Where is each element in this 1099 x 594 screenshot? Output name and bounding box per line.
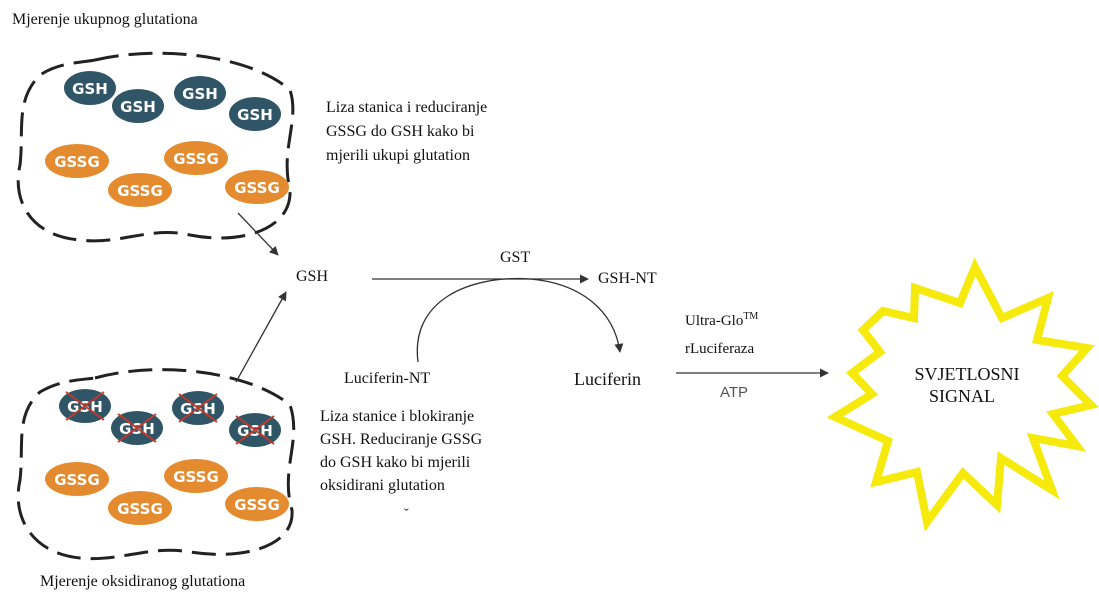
light-signal-burst-icon	[826, 257, 1099, 532]
gssg-molecule-label: GSSG	[54, 471, 100, 489]
gsh-nt-label: GSH-NT	[598, 270, 657, 287]
bottom-note-line: oksidirani glutation	[320, 477, 445, 494]
gsh-molecule-label: GSH	[72, 80, 108, 98]
gssg-molecule: GSSG	[108, 173, 172, 207]
gsh-molecule: GSH	[229, 97, 281, 131]
top-note-line: Liza stanica i reduciranje	[326, 99, 487, 116]
signal-text-line2: SIGNAL	[929, 386, 995, 406]
bottom-note-line: GSH. Reduciranje GSSG	[320, 431, 483, 448]
gsh-molecule: GSH	[64, 71, 116, 105]
gsh-molecule-label: GSH	[120, 98, 156, 116]
gsh-molecule: GSH	[174, 76, 226, 110]
gssg-molecule-label: GSSG	[234, 179, 280, 197]
gssg-molecule-label: GSSG	[54, 153, 100, 171]
signal-text-line1: SVJETLOSNI	[914, 364, 1019, 384]
blocked-gsh-molecule: GSH	[59, 389, 111, 423]
top-note-line: GSSG do GSH kako bi	[326, 123, 475, 140]
luciferin-release-curve	[416, 277, 624, 363]
atp-label: ATP	[720, 384, 748, 401]
blocked-gsh-molecule: GSH	[172, 391, 224, 425]
cross-icon	[65, 391, 105, 421]
gssg-molecule-label: GSSG	[117, 182, 163, 200]
cross-icon	[178, 393, 218, 423]
gssg-molecule: GSSG	[164, 459, 228, 493]
luciferin-label: Luciferin	[574, 369, 641, 389]
bottom-cell-note: Liza stanice i blokiranje GSH. Reduciran…	[320, 408, 483, 494]
gssg-molecule-label: GSSG	[234, 496, 280, 514]
gsh-label: GSH	[296, 268, 328, 285]
bottom-note-line: Liza stanice i blokiranje	[320, 408, 474, 425]
luciferin-nt-label: Luciferin-NT	[344, 370, 430, 387]
top-cell-outline	[16, 51, 295, 243]
top-note-line: mjerili ukupi glutation	[326, 147, 470, 164]
gssg-molecule-label: GSSG	[117, 500, 163, 518]
gssg-molecule: GSSG	[225, 487, 289, 521]
gsh-molecule-label: GSH	[237, 106, 273, 124]
gssg-molecule: GSSG	[225, 170, 289, 204]
oxidized-glutathione-title: Mjerenje oksidiranog glutationa	[40, 573, 245, 590]
bottom-cell-outline	[16, 368, 296, 561]
cross-icon	[117, 413, 157, 443]
gssg-molecule: GSSG	[108, 491, 172, 525]
blocked-gsh-molecule: GSH	[111, 411, 163, 445]
gsh-molecule: GSH	[112, 89, 164, 123]
stray-mark: ˇ	[404, 507, 409, 522]
cross-icon	[235, 415, 275, 445]
ultra-glo-label: Ultra-GloTM	[685, 311, 758, 329]
arrow-top-cell-to-gsh	[237, 212, 279, 256]
gssg-molecule-label: GSSG	[173, 468, 219, 486]
gssg-molecule: GSSG	[45, 462, 109, 496]
blocked-gsh-molecule: GSH	[229, 413, 281, 447]
gssg-molecule-label: GSSG	[173, 150, 219, 168]
bottom-note-line: do GSH kako bi mjerili	[320, 454, 471, 471]
total-glutathione-title: Mjerenje ukupnog glutationa	[12, 11, 198, 28]
gst-enzyme-label: GST	[500, 249, 530, 266]
gssg-molecule: GSSG	[45, 144, 109, 178]
rluciferaza-label: rLuciferaza	[685, 341, 754, 357]
arrow-bottom-cell-to-gsh	[235, 291, 287, 383]
top-cell-note: Liza stanica i reduciranje GSSG do GSH k…	[326, 99, 487, 164]
gsh-molecule-label: GSH	[182, 85, 218, 103]
gssg-molecule: GSSG	[164, 141, 228, 175]
